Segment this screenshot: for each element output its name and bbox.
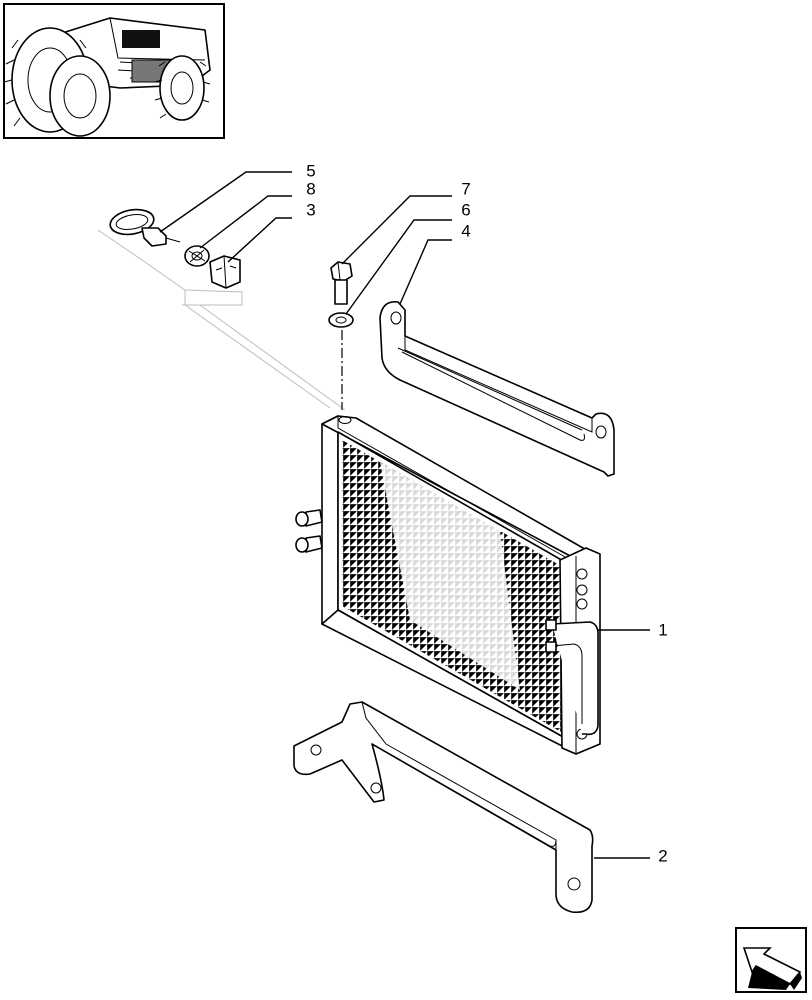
washer-part-6 bbox=[328, 312, 354, 328]
callout-leaders bbox=[159, 171, 650, 859]
callout-4: 4 bbox=[461, 221, 470, 240]
callout-labels: 5 8 3 7 6 4 1 2 bbox=[306, 161, 667, 865]
ring-pin-part-5 bbox=[109, 208, 181, 247]
clip-part-3 bbox=[209, 255, 241, 289]
upper-bracket-part-4 bbox=[379, 301, 615, 477]
callout-8: 8 bbox=[306, 179, 315, 198]
callout-5: 5 bbox=[306, 161, 315, 180]
callout-1: 1 bbox=[658, 620, 667, 639]
callout-6: 6 bbox=[461, 200, 470, 219]
ghost-guide-lines bbox=[97, 229, 346, 411]
callout-7: 7 bbox=[461, 179, 470, 198]
condenser-part-1 bbox=[295, 415, 601, 755]
washer-part-8 bbox=[184, 245, 210, 267]
callout-2: 2 bbox=[658, 846, 667, 865]
lower-bracket-part-2 bbox=[293, 701, 594, 914]
tractor-thumbnail-icon[interactable] bbox=[3, 3, 225, 139]
next-page-arrow-icon[interactable] bbox=[735, 927, 807, 993]
bolt-part-7 bbox=[330, 261, 353, 305]
callout-3: 3 bbox=[306, 200, 315, 219]
